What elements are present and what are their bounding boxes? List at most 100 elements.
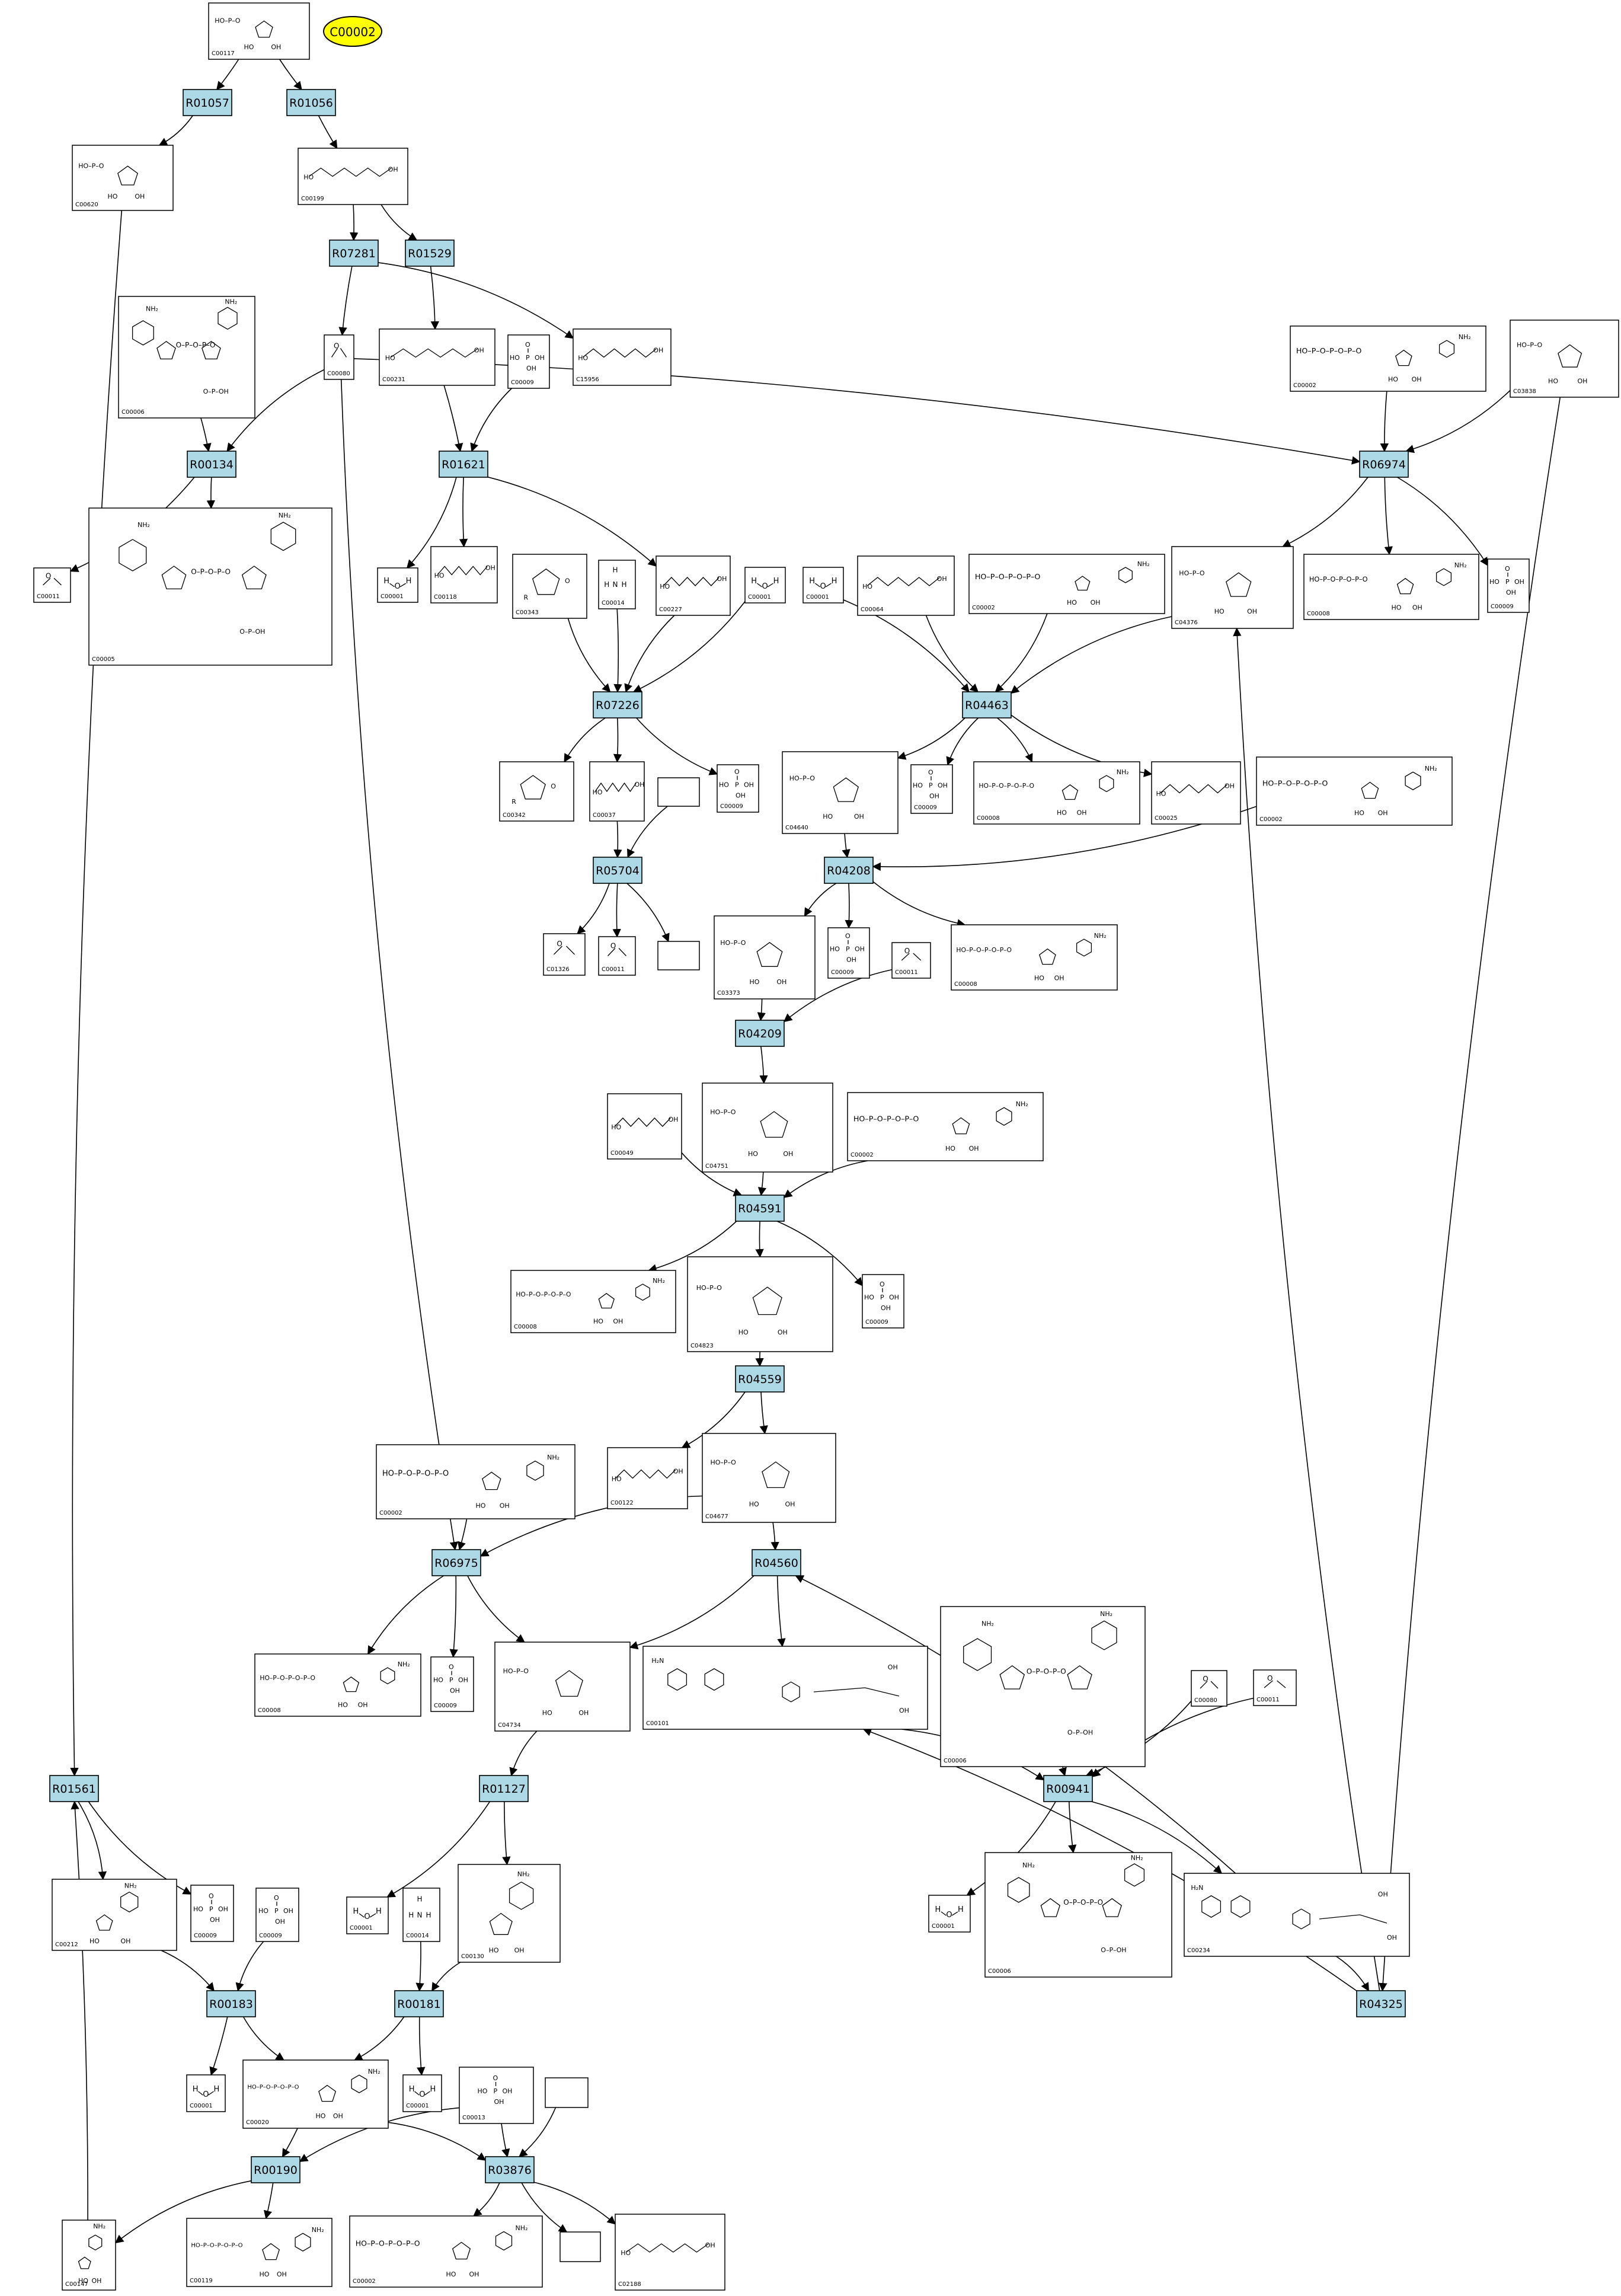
- reaction-node[interactable]: R04463: [963, 692, 1011, 718]
- reaction-node[interactable]: R04209: [736, 1020, 784, 1046]
- reaction-node[interactable]: R00190: [251, 2157, 300, 2183]
- reaction-node[interactable]: R01529: [405, 240, 454, 266]
- reaction-node[interactable]: R01127: [479, 1776, 528, 1802]
- reaction-node[interactable]: R04591: [736, 1195, 784, 1221]
- reaction-node[interactable]: R01056: [287, 90, 335, 116]
- reaction-node[interactable]: R01561: [50, 1776, 98, 1802]
- reaction-node[interactable]: R06975: [432, 1550, 481, 1576]
- reaction-node[interactable]: R00181: [395, 1991, 443, 2017]
- reaction-node[interactable]: R01057: [183, 90, 232, 116]
- reaction-node[interactable]: R00183: [207, 1991, 255, 2017]
- reaction-node[interactable]: R03876: [485, 2157, 534, 2183]
- start-node[interactable]: C00002: [324, 17, 382, 46]
- reaction-node[interactable]: R04325: [1357, 1991, 1405, 2017]
- reaction-node[interactable]: R07226: [593, 692, 642, 718]
- empty-compound-box[interactable]: [658, 778, 699, 806]
- reaction-node[interactable]: R07281: [330, 240, 378, 266]
- reaction-node[interactable]: R00134: [187, 451, 236, 477]
- reaction-node[interactable]: R04559: [736, 1366, 784, 1392]
- reaction-node[interactable]: R01621: [439, 451, 488, 477]
- reaction-node[interactable]: R05704: [593, 857, 642, 883]
- reaction-node[interactable]: R04560: [752, 1550, 801, 1576]
- empty-compound-box[interactable]: [658, 941, 699, 970]
- empty-compound-box[interactable]: [545, 2078, 588, 2107]
- empty-compound-box[interactable]: [560, 2232, 600, 2262]
- reaction-node[interactable]: R00941: [1044, 1776, 1092, 1802]
- reaction-node[interactable]: R04208: [824, 857, 873, 883]
- reaction-node[interactable]: R06974: [1360, 451, 1408, 477]
